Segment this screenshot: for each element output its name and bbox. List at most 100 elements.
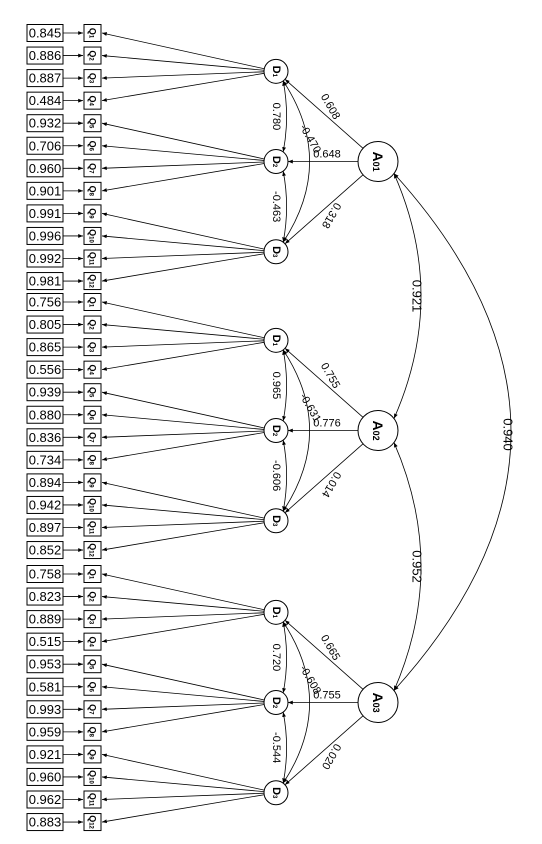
loading-arrow: [101, 520, 265, 530]
factor-node-d3: [263, 239, 289, 265]
loading-arrow: [101, 32, 265, 70]
loading-arrow: [101, 792, 265, 802]
second-order-arrow: [284, 619, 364, 690]
error-value: 0.845: [29, 26, 62, 41]
indicator-label: Q2: [88, 591, 98, 602]
indicator-box: [83, 272, 102, 291]
paths-layer: [63, 31, 512, 824]
indicator-label: Q5: [88, 387, 98, 398]
correlation-value: -0.606: [270, 460, 282, 491]
indicator-label: Q10: [88, 498, 98, 512]
indicator-label: Q10: [88, 770, 98, 784]
error-box: [26, 745, 64, 764]
indicator-box: [83, 790, 102, 809]
loading-arrow: [101, 794, 265, 824]
indicator-box: [83, 541, 102, 560]
a-correlation-value: 0.921: [410, 280, 425, 313]
higher-factor-node: [357, 682, 399, 724]
factor-label: D1: [270, 335, 282, 347]
indicator-box: [83, 136, 102, 155]
correlation-value: 0.720: [270, 644, 282, 672]
loading-arrow: [101, 432, 265, 461]
loading-arrow: [101, 702, 265, 712]
indicator-box: [83, 24, 102, 42]
loading-value: 0.755: [318, 361, 342, 391]
indicator-box: [83, 383, 102, 402]
loading-arrow: [101, 122, 265, 160]
factor-label: D3: [270, 246, 282, 258]
correlation-curve-d1-d3: [282, 349, 310, 512]
loading-arrow: [101, 253, 265, 283]
error-value: 0.992: [29, 251, 62, 266]
error-value: 0.887: [29, 71, 62, 86]
loading-arrow: [101, 704, 265, 733]
factor-node-d3: [263, 508, 289, 534]
factor-label: D3: [270, 515, 282, 527]
loading-arrow: [101, 54, 265, 71]
factor-node-d1: [263, 58, 289, 84]
higher-factor-node: [357, 141, 399, 183]
indicator-label: Q9: [88, 477, 98, 488]
error-box: [26, 767, 64, 786]
indicator-label: Q12: [88, 274, 98, 288]
loading-value: 0.648: [313, 149, 341, 161]
indicator-box: [83, 495, 102, 514]
indicator-box: [83, 338, 102, 357]
indicator-box: [83, 745, 102, 764]
error-box: [26, 632, 64, 651]
error-value: 0.993: [29, 702, 62, 717]
error-box: [26, 405, 64, 424]
indicator-box: [83, 813, 102, 832]
correlation-value: -0.463: [270, 191, 282, 222]
error-box: [26, 450, 64, 469]
error-box: [26, 181, 64, 200]
loading-arrow: [101, 503, 265, 521]
indicator-label: Q12: [88, 815, 98, 829]
factor-node-d2: [263, 418, 289, 444]
loading-value: 0.665: [318, 633, 342, 663]
error-box: [26, 655, 64, 674]
indicator-box: [83, 565, 102, 583]
indicator-label: Q11: [88, 252, 98, 266]
indicator-label: Q2: [88, 50, 98, 61]
correlation-curve-a02-a03: [393, 442, 422, 691]
error-value: 0.581: [29, 679, 62, 694]
loading-arrow: [101, 72, 265, 102]
error-value: 0.939: [29, 385, 62, 400]
error-value: 0.960: [29, 161, 62, 176]
loading-arrow: [101, 161, 265, 171]
indicator-label: Q7: [88, 163, 98, 174]
correlation-curve-a01-a02: [393, 173, 422, 419]
loading-arrow: [101, 301, 265, 339]
error-value: 0.959: [29, 724, 62, 739]
error-value: 0.996: [29, 228, 62, 243]
error-value: 0.921: [29, 747, 62, 762]
error-box: [26, 700, 64, 719]
indicator-box: [83, 405, 102, 424]
indicator-label: Q3: [88, 73, 98, 84]
error-value: 0.953: [29, 657, 62, 672]
indicator-box: [83, 428, 102, 447]
a-correlation-value: 0.952: [410, 550, 425, 583]
error-value: 0.556: [29, 362, 62, 377]
indicator-label: Q7: [88, 704, 98, 715]
factor-label: D3: [270, 787, 282, 799]
correlation-curve-d1-d2: [282, 80, 287, 153]
error-box: [26, 677, 64, 696]
indicator-box: [83, 473, 102, 492]
indicator-box: [83, 700, 102, 719]
indicator-box: [83, 360, 102, 379]
error-value: 0.932: [29, 116, 62, 131]
error-value: 0.889: [29, 612, 62, 627]
indicator-label: Q5: [88, 118, 98, 129]
indicator-box: [83, 655, 102, 674]
indicator-box: [83, 249, 102, 268]
a-correlation-value: 0.940: [501, 418, 516, 451]
loading-value: 0.608: [318, 92, 342, 122]
error-box: [26, 272, 64, 291]
indicator-box: [83, 632, 102, 651]
error-value: 0.942: [29, 497, 62, 512]
factor-node-d2: [263, 149, 289, 175]
loading-arrow: [101, 251, 265, 261]
loading-value: 0.020: [319, 741, 343, 771]
